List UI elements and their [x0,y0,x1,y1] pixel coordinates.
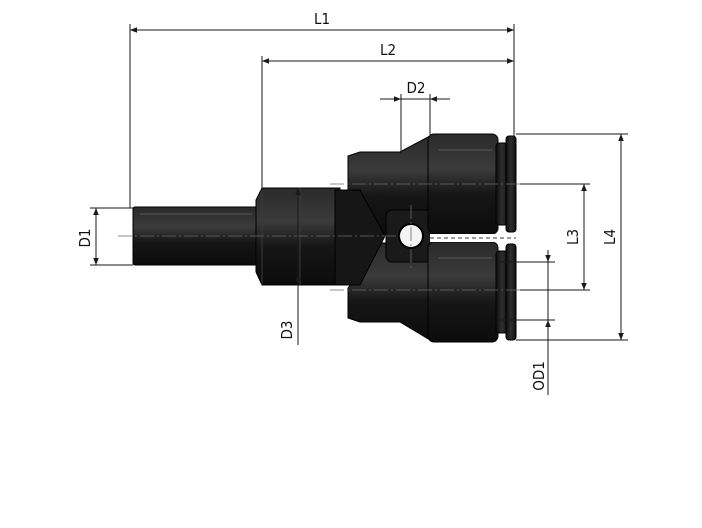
label-D1: D1 [76,229,94,248]
dimension-L1: L1 [129,10,515,208]
dimension-L2: L2 [261,41,515,190]
label-L4: L4 [601,229,619,245]
dimension-L3: L3 [520,183,590,291]
label-OD1: OD1 [530,361,548,391]
dimension-D2: D2 [380,79,450,154]
lower-collet [505,243,517,341]
y-junction [334,189,386,286]
lower-port-body [427,241,499,343]
label-D2: D2 [407,79,426,97]
dimension-OD1: OD1 [500,250,555,395]
label-L1: L1 [314,10,330,28]
dimension-L4: L4 [516,133,628,341]
label-D3: D3 [278,321,296,340]
dimension-D1: D1 [76,207,133,266]
label-L3: L3 [564,229,582,245]
center-lines [118,183,540,291]
fitting-body [132,133,517,343]
label-L2: L2 [380,41,396,59]
dimension-D3: D3 [278,188,301,345]
